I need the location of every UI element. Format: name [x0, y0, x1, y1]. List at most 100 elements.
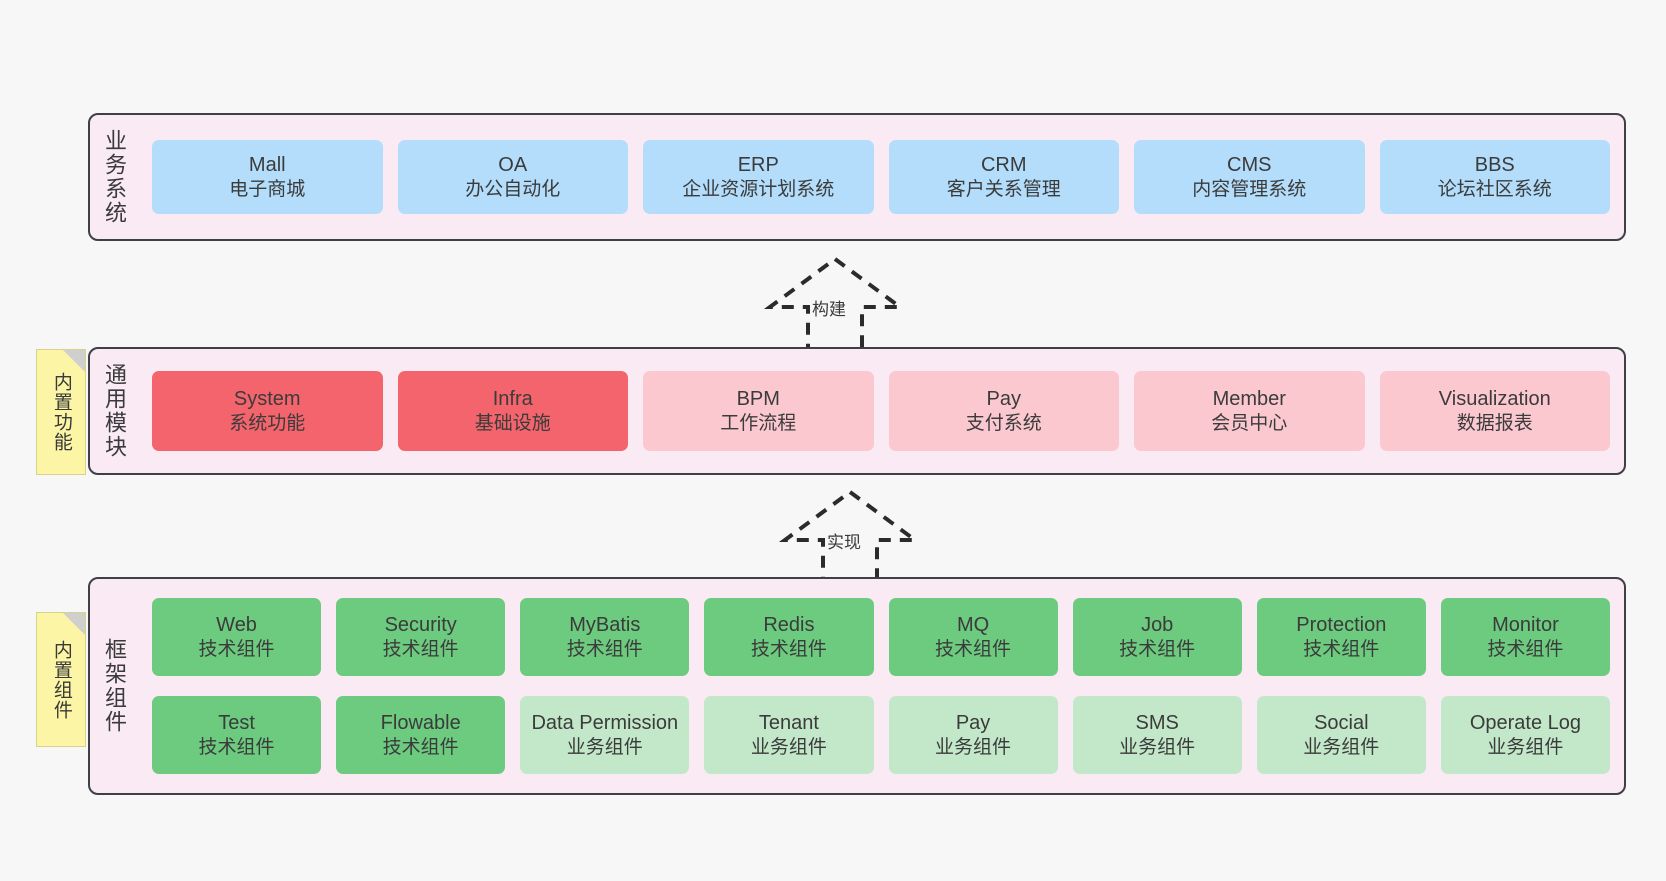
card-subtitle: 客户关系管理	[946, 178, 1061, 200]
section-business-systems: 业务系统 Mall 电子商城 OA 办公自动化 ERP 企业资源计划系统 CRM…	[88, 113, 1626, 241]
card-subtitle: 技术组件	[566, 638, 643, 660]
card-title: Member	[1212, 387, 1286, 410]
card-title: Social	[1314, 711, 1369, 734]
card-pay-component[interactable]: Pay 业务组件	[888, 696, 1058, 774]
card-title: Web	[216, 613, 257, 636]
card-cms[interactable]: CMS 内容管理系统	[1134, 140, 1365, 214]
card-subtitle: 技术组件	[382, 736, 459, 758]
card-subtitle: 内容管理系统	[1192, 178, 1307, 200]
card-subtitle: 技术组件	[1487, 638, 1564, 660]
card-tenant[interactable]: Tenant 业务组件	[704, 696, 874, 774]
framework-card-row-2: Test 技术组件 Flowable 技术组件 Data Permission …	[152, 696, 1610, 774]
card-oa[interactable]: OA 办公自动化	[397, 140, 628, 214]
card-bpm[interactable]: BPM 工作流程	[643, 371, 874, 451]
card-title: CRM	[980, 153, 1027, 176]
card-subtitle: 技术组件	[1303, 638, 1380, 660]
card-title: System	[233, 387, 301, 410]
connector-implement-label: 实现	[827, 533, 861, 552]
card-subtitle: 技术组件	[935, 638, 1012, 660]
card-subtitle: 技术组件	[750, 638, 827, 660]
card-visualization[interactable]: Visualization 数据报表	[1379, 371, 1610, 451]
note-fold-corner-icon	[63, 613, 85, 635]
section-framework-components: 框架组件 Web 技术组件 Security 技术组件 MyBatis 技术组件…	[88, 577, 1626, 795]
card-subtitle: 基础设施	[474, 412, 551, 434]
card-mybatis[interactable]: MyBatis 技术组件	[520, 598, 690, 676]
card-subtitle: 技术组件	[1119, 638, 1196, 660]
card-title: CMS	[1227, 153, 1272, 176]
connector-build-arrow-icon	[763, 256, 907, 352]
card-title: Pay	[986, 387, 1021, 410]
card-title: Protection	[1296, 613, 1387, 636]
section-title-modules: 通用模块	[101, 363, 127, 459]
card-sms[interactable]: SMS 业务组件	[1072, 696, 1242, 774]
card-title: Redis	[763, 613, 815, 636]
card-title: BPM	[736, 387, 780, 410]
card-pay-module[interactable]: Pay 支付系统	[888, 371, 1119, 451]
note-fold-corner-icon	[63, 350, 85, 372]
card-monitor[interactable]: Monitor 技术组件	[1440, 598, 1610, 676]
card-title: MyBatis	[569, 613, 641, 636]
note-built-in-components: 内置组件	[36, 612, 86, 747]
card-subtitle: 企业资源计划系统	[682, 178, 835, 200]
section-body-modules: System 系统功能 Infra 基础设施 BPM 工作流程 Pay 支付系统…	[138, 349, 1624, 473]
card-title: Monitor	[1492, 613, 1559, 636]
card-subtitle: 业务组件	[750, 736, 827, 758]
card-system[interactable]: System 系统功能	[152, 371, 383, 451]
card-subtitle: 技术组件	[382, 638, 459, 660]
section-common-modules: 通用模块 System 系统功能 Infra 基础设施 BPM 工作流程 Pay…	[88, 347, 1626, 475]
card-subtitle: 业务组件	[1303, 736, 1380, 758]
card-title: Test	[218, 711, 255, 734]
card-title: Flowable	[380, 711, 461, 734]
card-operate-log[interactable]: Operate Log 业务组件	[1440, 696, 1610, 774]
card-title: Operate Log	[1469, 711, 1582, 734]
modules-card-row: System 系统功能 Infra 基础设施 BPM 工作流程 Pay 支付系统…	[152, 371, 1610, 451]
framework-card-row-1: Web 技术组件 Security 技术组件 MyBatis 技术组件 Redi…	[152, 598, 1610, 676]
card-subtitle: 业务组件	[1487, 736, 1564, 758]
card-subtitle: 系统功能	[229, 412, 306, 434]
card-bbs[interactable]: BBS 论坛社区系统	[1379, 140, 1610, 214]
card-redis[interactable]: Redis 技术组件	[704, 598, 874, 676]
business-card-row: Mall 电子商城 OA 办公自动化 ERP 企业资源计划系统 CRM 客户关系…	[152, 140, 1610, 214]
card-subtitle: 数据报表	[1456, 412, 1533, 434]
card-protection[interactable]: Protection 技术组件	[1256, 598, 1426, 676]
section-title-framework: 框架组件	[101, 638, 127, 734]
card-title: BBS	[1474, 153, 1515, 176]
note-label: 内置组件	[50, 639, 72, 720]
connector-build: 构建	[750, 255, 920, 352]
card-subtitle: 工作流程	[720, 412, 797, 434]
card-mall[interactable]: Mall 电子商城	[152, 140, 383, 214]
card-subtitle: 技术组件	[198, 638, 275, 660]
section-body-business: Mall 电子商城 OA 办公自动化 ERP 企业资源计划系统 CRM 客户关系…	[138, 115, 1624, 239]
card-security[interactable]: Security 技术组件	[336, 598, 506, 676]
card-data-permission[interactable]: Data Permission 业务组件	[520, 696, 690, 774]
card-subtitle: 电子商城	[229, 178, 306, 200]
card-web[interactable]: Web 技术组件	[152, 598, 322, 676]
card-mq[interactable]: MQ 技术组件	[888, 598, 1058, 676]
card-title: SMS	[1135, 711, 1179, 734]
note-built-in-functions: 内置功能	[36, 349, 86, 475]
card-crm[interactable]: CRM 客户关系管理	[888, 140, 1119, 214]
card-title: Tenant	[758, 711, 819, 734]
card-title: ERP	[737, 153, 779, 176]
card-flowable[interactable]: Flowable 技术组件	[336, 696, 506, 774]
card-subtitle: 技术组件	[198, 736, 275, 758]
card-subtitle: 会员中心	[1211, 412, 1288, 434]
note-label: 内置功能	[50, 372, 72, 452]
card-infra[interactable]: Infra 基础设施	[397, 371, 628, 451]
card-test[interactable]: Test 技术组件	[152, 696, 322, 774]
connector-implement: 实现	[765, 488, 935, 585]
section-body-framework: Web 技术组件 Security 技术组件 MyBatis 技术组件 Redi…	[138, 579, 1624, 793]
card-title: OA	[498, 153, 528, 176]
card-subtitle: 业务组件	[935, 736, 1012, 758]
card-subtitle: 论坛社区系统	[1437, 178, 1552, 200]
card-title: Pay	[955, 711, 991, 734]
card-title: MQ	[956, 613, 990, 636]
connector-implement-arrow-icon	[778, 489, 922, 585]
card-subtitle: 业务组件	[566, 736, 643, 758]
section-title-business: 业务系统	[101, 129, 127, 225]
card-title: Visualization	[1438, 387, 1551, 410]
card-social[interactable]: Social 业务组件	[1256, 696, 1426, 774]
card-erp[interactable]: ERP 企业资源计划系统	[643, 140, 874, 214]
card-member[interactable]: Member 会员中心	[1134, 371, 1365, 451]
card-job[interactable]: Job 技术组件	[1072, 598, 1242, 676]
